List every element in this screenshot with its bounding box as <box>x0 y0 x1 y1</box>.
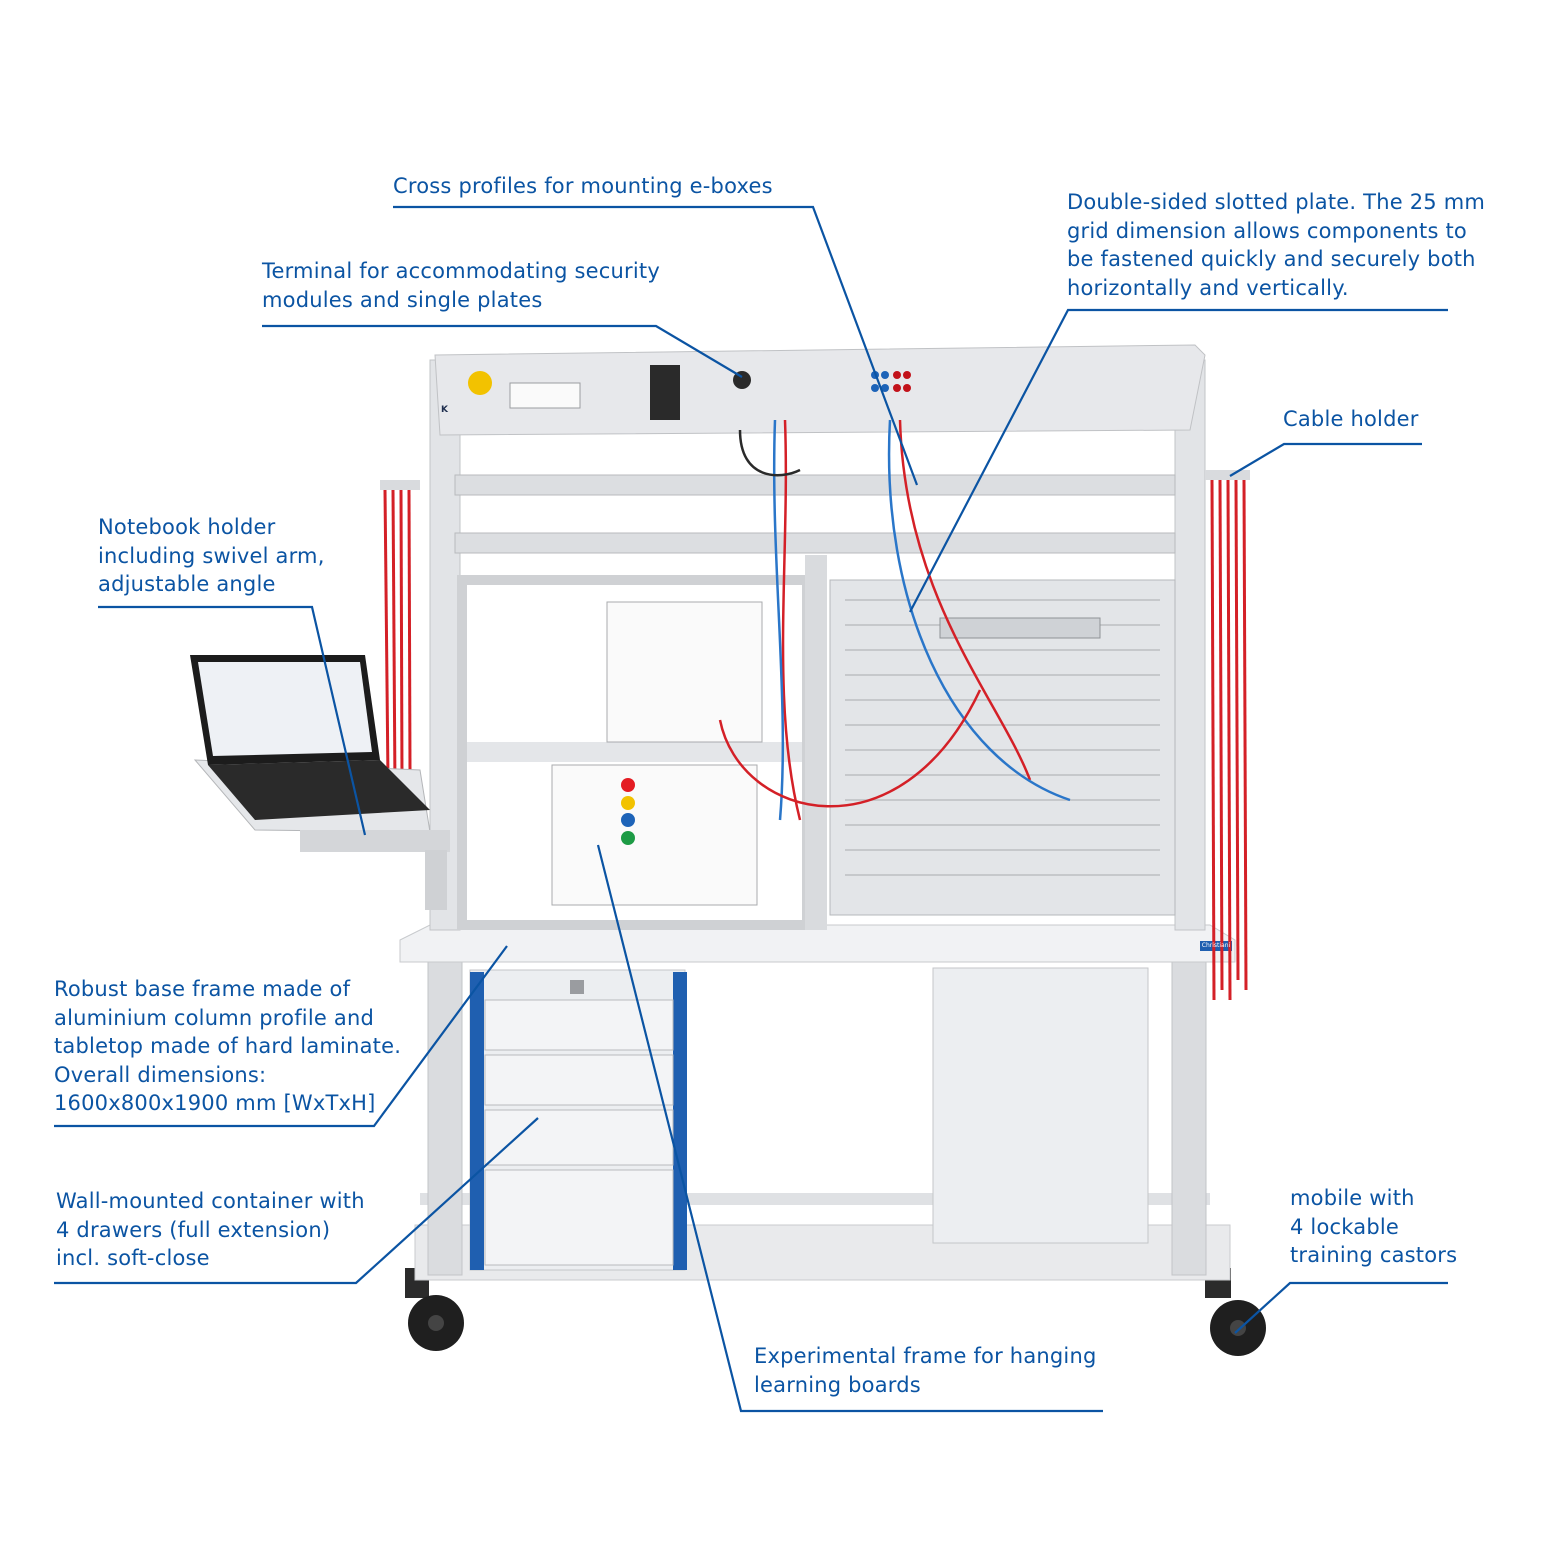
drawer-container <box>469 969 687 1271</box>
callout-container: Wall-mounted container with 4 drawers (f… <box>56 1187 365 1273</box>
callout-leader-lines <box>54 205 1448 1413</box>
leg-right <box>1171 959 1207 1276</box>
callout-text-line: Double-sided slotted plate. The 25 mm <box>1067 190 1486 214</box>
patch-cables <box>718 419 1071 821</box>
emergency-stop <box>468 371 492 395</box>
notebook <box>190 655 430 820</box>
leg-left <box>427 959 463 1276</box>
callout-text-line: horizontally and vertically. <box>1067 275 1349 300</box>
callout-text-line: grid dimension allows components to <box>1067 218 1467 243</box>
callout-text-line: modules and single plates <box>262 287 543 312</box>
callout-text-line: be fastened quickly and securely both <box>1067 247 1476 271</box>
upright-right <box>1174 359 1206 931</box>
callout-text-line: mobile with <box>1290 1186 1415 1210</box>
callout-text-line: Cross profiles for mounting e-boxes <box>393 174 773 198</box>
tabletop <box>399 924 1236 963</box>
brand-badge-plate <box>1200 941 1232 951</box>
callout-text-line: Cable holder <box>1283 407 1419 431</box>
callout-text-line: incl. soft-close <box>56 1246 210 1270</box>
callout-text-line: learning boards <box>754 1372 921 1397</box>
callout-text-line: Robust base frame made of <box>54 977 351 1001</box>
callout-experimental-frame: Experimental frame for hanging learning … <box>754 1342 1097 1399</box>
callout-text-line: Overall dimensions: <box>54 1062 267 1087</box>
callout-text-line: adjustable angle <box>98 572 276 596</box>
callout-cross-profiles: Cross profiles for mounting e-boxes <box>393 172 773 201</box>
cross-profile-lower <box>454 532 1176 554</box>
slotted-plate <box>829 579 1176 916</box>
callout-notebook-holder: Notebook holder including swivel arm, ad… <box>98 513 325 599</box>
callout-cable-holder: Cable holder <box>1283 405 1419 434</box>
callout-text-line: Terminal for accommodating security <box>262 259 660 283</box>
callout-text-line: 1600x800x1900 mm [WxTxH] <box>54 1091 376 1115</box>
callout-text-line: including swivel arm, <box>98 543 325 568</box>
terminal-strip <box>434 344 1206 436</box>
brand-badge: Christiani <box>1201 942 1231 949</box>
callout-text-line: training castors <box>1290 1243 1458 1267</box>
callout-text-line: tabletop made of hard laminate. <box>54 1034 402 1058</box>
frame-post <box>805 555 827 930</box>
cable-holder-left <box>380 480 420 791</box>
callout-text-line: Experimental frame for hanging <box>754 1344 1097 1368</box>
callout-text-line: aluminium column profile and <box>54 1005 374 1030</box>
experimental-frame <box>457 575 812 930</box>
cable-holder-right <box>1205 470 1250 1001</box>
callout-base-frame: Robust base frame made of aluminium colu… <box>54 975 401 1118</box>
callout-text-line: 4 drawers (full extension) <box>56 1217 331 1242</box>
callout-text-line: Notebook holder <box>98 515 276 539</box>
callout-text-line: 4 lockable <box>1290 1214 1400 1239</box>
callout-slotted-plate: Double-sided slotted plate. The 25 mm gr… <box>1067 188 1485 302</box>
side-cabinet <box>932 967 1149 1244</box>
callout-terminal: Terminal for accommodating security modu… <box>262 257 660 314</box>
callout-text-line: Wall-mounted container with <box>56 1189 365 1213</box>
cross-profile-upper <box>454 474 1176 496</box>
callout-castors: mobile with 4 lockable training castors <box>1290 1184 1457 1270</box>
brand-logo: K <box>441 405 448 415</box>
